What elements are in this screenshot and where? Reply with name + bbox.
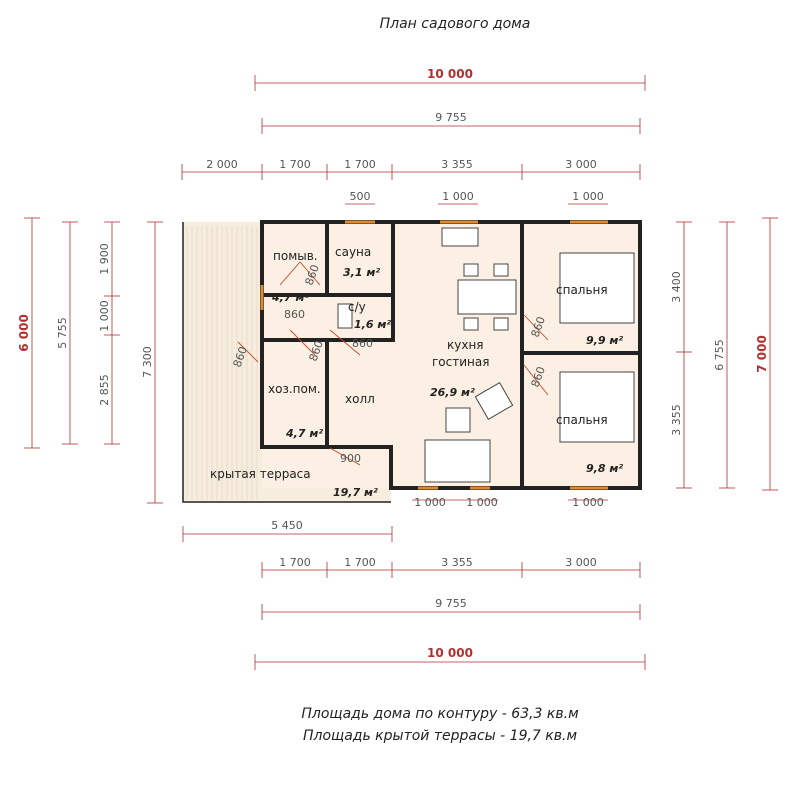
room-sauna-name: сауна <box>335 245 371 259</box>
terrace-fill-left <box>183 222 262 447</box>
left-seg-dim: 2 855 <box>98 374 111 406</box>
room-terrace-area: 19,7 м² <box>333 486 378 499</box>
bottom-seg-dim: 1 700 <box>279 556 311 569</box>
top-seg-dim: 3 355 <box>441 158 473 171</box>
top-opening-dim: 1 000 <box>442 190 474 203</box>
door-width-label: 900 <box>340 452 361 465</box>
toilet-icon <box>337 303 353 329</box>
room-hoz-name: хоз.пом. <box>268 382 321 396</box>
door-width-label: 860 <box>284 308 305 321</box>
room-kitchen-name2: гостиная <box>432 355 489 369</box>
room-su-name: с/у <box>348 300 366 314</box>
bed-icon <box>559 252 635 324</box>
terrace-width-dim: 5 450 <box>271 519 303 532</box>
top-opening-dim: 1 000 <box>572 190 604 203</box>
room-kitchen-name: кухня <box>447 338 484 352</box>
dining-table-icon <box>457 279 517 315</box>
left-seg-dim: 1 000 <box>98 300 111 332</box>
top-seg-dim: 3 000 <box>565 158 597 171</box>
plan-title: План садового дома <box>380 16 531 32</box>
left-inner-dim: 5 755 <box>56 317 69 349</box>
windows <box>260 220 608 490</box>
room-sauna-area: 3,1 м² <box>343 266 380 279</box>
bottom-seg-dim: 3 000 <box>565 556 597 569</box>
room-su-area: 1,6 м² <box>354 318 391 331</box>
kitchen-sink-icon <box>441 227 479 247</box>
right-total-dim: 7 000 <box>755 335 769 373</box>
coffee-table-icon <box>445 407 471 433</box>
room-bedroom2-area: 9,8 м² <box>586 462 623 475</box>
bottom-inner-dim: 9 755 <box>435 597 467 610</box>
bottom-opening-dim: 1 000 <box>572 496 604 509</box>
room-hall-name: холл <box>345 392 375 406</box>
bottom-opening-dim: 1 000 <box>414 496 446 509</box>
top-seg-dim: 1 700 <box>344 158 376 171</box>
top-inner-dim: 9 755 <box>435 111 467 124</box>
armchair-icon <box>474 382 514 420</box>
room-hoz-area: 4,7 м² <box>285 427 323 440</box>
door-width-label: 860 <box>352 337 373 350</box>
bottom-seg-dim: 1 700 <box>344 556 376 569</box>
summary-terrace-area: Площадь крытой террасы - 19,7 кв.м <box>303 728 577 744</box>
terrace-rail <box>182 222 391 503</box>
right-dimensions <box>676 217 778 491</box>
room-bedroom1-name: спальня <box>556 283 608 297</box>
top-seg-dim: 2 000 <box>206 158 238 171</box>
top-opening-dim: 500 <box>350 190 371 203</box>
sofa-icon <box>424 439 491 483</box>
right-seg-dim: 3 355 <box>670 404 683 436</box>
room-pomyv-name: помыв. <box>273 249 318 263</box>
room-pomyv-area: 4,7 м² <box>271 291 309 304</box>
bottom-total-dim: 10 000 <box>427 646 473 660</box>
summary-house-area: Площадь дома по контуру - 63,3 кв.м <box>301 706 579 722</box>
top-seg-dim: 1 700 <box>279 158 311 171</box>
room-terrace-name: крытая терраса <box>210 467 311 481</box>
bed-icon <box>559 371 635 443</box>
room-bedroom2-name: спальня <box>556 413 608 427</box>
room-kitchen-area: 26,9 м² <box>430 386 475 399</box>
right-inner-dim: 6 755 <box>713 339 726 371</box>
room-bedroom1-area: 9,9 м² <box>586 334 623 347</box>
left-total-dim: 6 000 <box>17 314 31 352</box>
house-height-dim: 7 300 <box>141 346 154 378</box>
bottom-dimensions <box>182 499 646 670</box>
top-dimensions <box>181 75 646 205</box>
furniture <box>337 227 635 483</box>
bottom-opening-dim: 1 000 <box>466 496 498 509</box>
bottom-seg-dim: 3 355 <box>441 556 473 569</box>
right-seg-dim: 3 400 <box>670 271 683 303</box>
top-total-dim: 10 000 <box>427 67 473 81</box>
left-seg-dim: 1 900 <box>98 243 111 275</box>
door-swings <box>237 261 549 466</box>
terrace-decking <box>186 226 258 500</box>
